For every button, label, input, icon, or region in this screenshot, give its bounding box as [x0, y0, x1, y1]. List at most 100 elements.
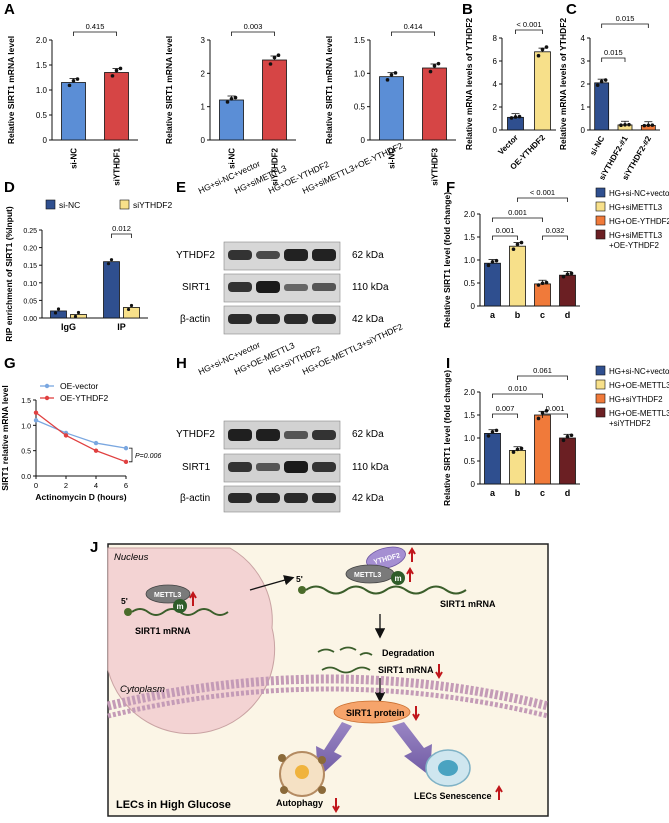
legend-swatch [595, 379, 606, 390]
lysosome-dot [280, 786, 288, 794]
blot-band [228, 493, 252, 503]
data-point [515, 447, 520, 452]
bar [262, 59, 287, 141]
bar [70, 314, 87, 319]
down-arrow-icon [332, 798, 340, 813]
bar [104, 72, 129, 141]
data-point [494, 258, 499, 263]
legend-swatch [595, 229, 606, 240]
blot-band [284, 431, 308, 439]
y-tick-label: 0.0 [21, 474, 31, 481]
blot-e-protein-2: SIRT1 [182, 282, 211, 293]
data-point [106, 262, 111, 266]
sirt1-mrna-label-left: SIRT1 mRNA [135, 626, 191, 636]
x-tick-label: c [540, 488, 545, 498]
panel-letter-h: H [176, 355, 187, 372]
blot-e-kda-1: 62 kDa [352, 250, 384, 261]
data-point [519, 240, 524, 245]
blot-band [312, 314, 336, 324]
blot-e-protein-3: β-actin [180, 314, 210, 325]
y-tick-label: 4 [493, 80, 498, 89]
p-value-label: < 0.001 [530, 188, 555, 197]
data-point [511, 450, 516, 454]
data-point [71, 78, 76, 83]
y-axis-label: RIP enrichment of SIRT1 (%Input) [4, 206, 14, 342]
p-value-label: 0.001 [508, 208, 527, 217]
y-tick-label: 2 [201, 69, 206, 78]
y-tick-label: 6 [493, 57, 498, 66]
panel-letter-d: D [4, 179, 15, 196]
fragments-icon [317, 646, 373, 656]
data-point [432, 64, 437, 68]
x-tick-label: Vector [496, 133, 520, 157]
data-point [76, 310, 81, 315]
data-point [536, 416, 541, 421]
data-point [490, 260, 495, 264]
blot-band [256, 429, 280, 441]
bar [559, 274, 576, 307]
blot-h-protein-3: β-actin [180, 493, 210, 504]
data-point [623, 122, 627, 127]
blot-band [228, 282, 252, 292]
y-tick-label: 1.5 [21, 398, 31, 405]
legend-label: HG+siMETTL3 [609, 231, 663, 240]
y-tick-label: 0 [493, 126, 498, 135]
western-blot-e: HG+si-NC+vector HG+siMETTL3 HG+OE-YTHDF2… [176, 140, 404, 335]
p-value-label: 0.032 [546, 226, 565, 235]
cap-5prime-circle [124, 608, 132, 616]
x-tick-label: siYTHDF1 [113, 147, 122, 185]
x-tick-label: IP [117, 322, 126, 332]
legend-label: OE-vector [60, 381, 98, 391]
blot-band [228, 462, 252, 472]
y-tick-label: 1 [581, 103, 586, 112]
data-point [603, 78, 608, 82]
y-tick-label: 2.0 [464, 388, 476, 397]
panel-letter-j: J [90, 539, 98, 556]
p-value-label: 0.015 [616, 14, 635, 23]
data-point [73, 314, 78, 319]
y-tick-label: 0.15 [23, 263, 37, 270]
p-value-label: 0.010 [508, 384, 527, 393]
y-tick-label: 0.20 [23, 246, 37, 253]
x-tick-label: a [490, 488, 496, 498]
series-point [33, 410, 39, 415]
cytoplasm-label: Cytoplasm [120, 684, 165, 695]
data-point [517, 114, 522, 119]
bar [594, 82, 610, 131]
purple-arrow-senescence-icon [392, 722, 432, 776]
blot-band [256, 463, 280, 471]
y-tick-label: 1.0 [354, 69, 366, 78]
legend-marker [44, 395, 50, 401]
p-value-label: 0.415 [86, 22, 105, 31]
blot-e-protein-1: YTHDF2 [176, 250, 215, 261]
panel-letter-e: E [176, 179, 186, 196]
data-point [109, 258, 114, 262]
data-point [225, 100, 230, 104]
series-line [35, 419, 127, 449]
data-point [599, 79, 604, 84]
y-axis-label: Relative mRNA levels of YTHDF2 [464, 18, 474, 151]
blot-band [256, 493, 280, 503]
membrane-inner [107, 686, 549, 719]
p-value-label: 0.061 [533, 366, 552, 375]
bar [509, 245, 526, 307]
p-value-label: 0.001 [546, 404, 565, 413]
blot-band [228, 429, 252, 441]
x-tick-label: d [565, 310, 571, 320]
y-tick-label: 0.25 [23, 228, 37, 235]
down-arrow-icon [435, 664, 443, 679]
blot-band [312, 283, 336, 291]
x-tick-label: b [515, 310, 521, 320]
blot-h-kda-3: 42 kDa [352, 493, 384, 504]
data-point [513, 115, 518, 119]
p-value-label: 0.012 [112, 224, 131, 233]
blot-h-protein-2: SIRT1 [182, 462, 211, 473]
bar [422, 67, 447, 141]
data-point [509, 116, 514, 120]
data-point [642, 123, 647, 128]
x-tick-label: si-NC [588, 134, 606, 157]
